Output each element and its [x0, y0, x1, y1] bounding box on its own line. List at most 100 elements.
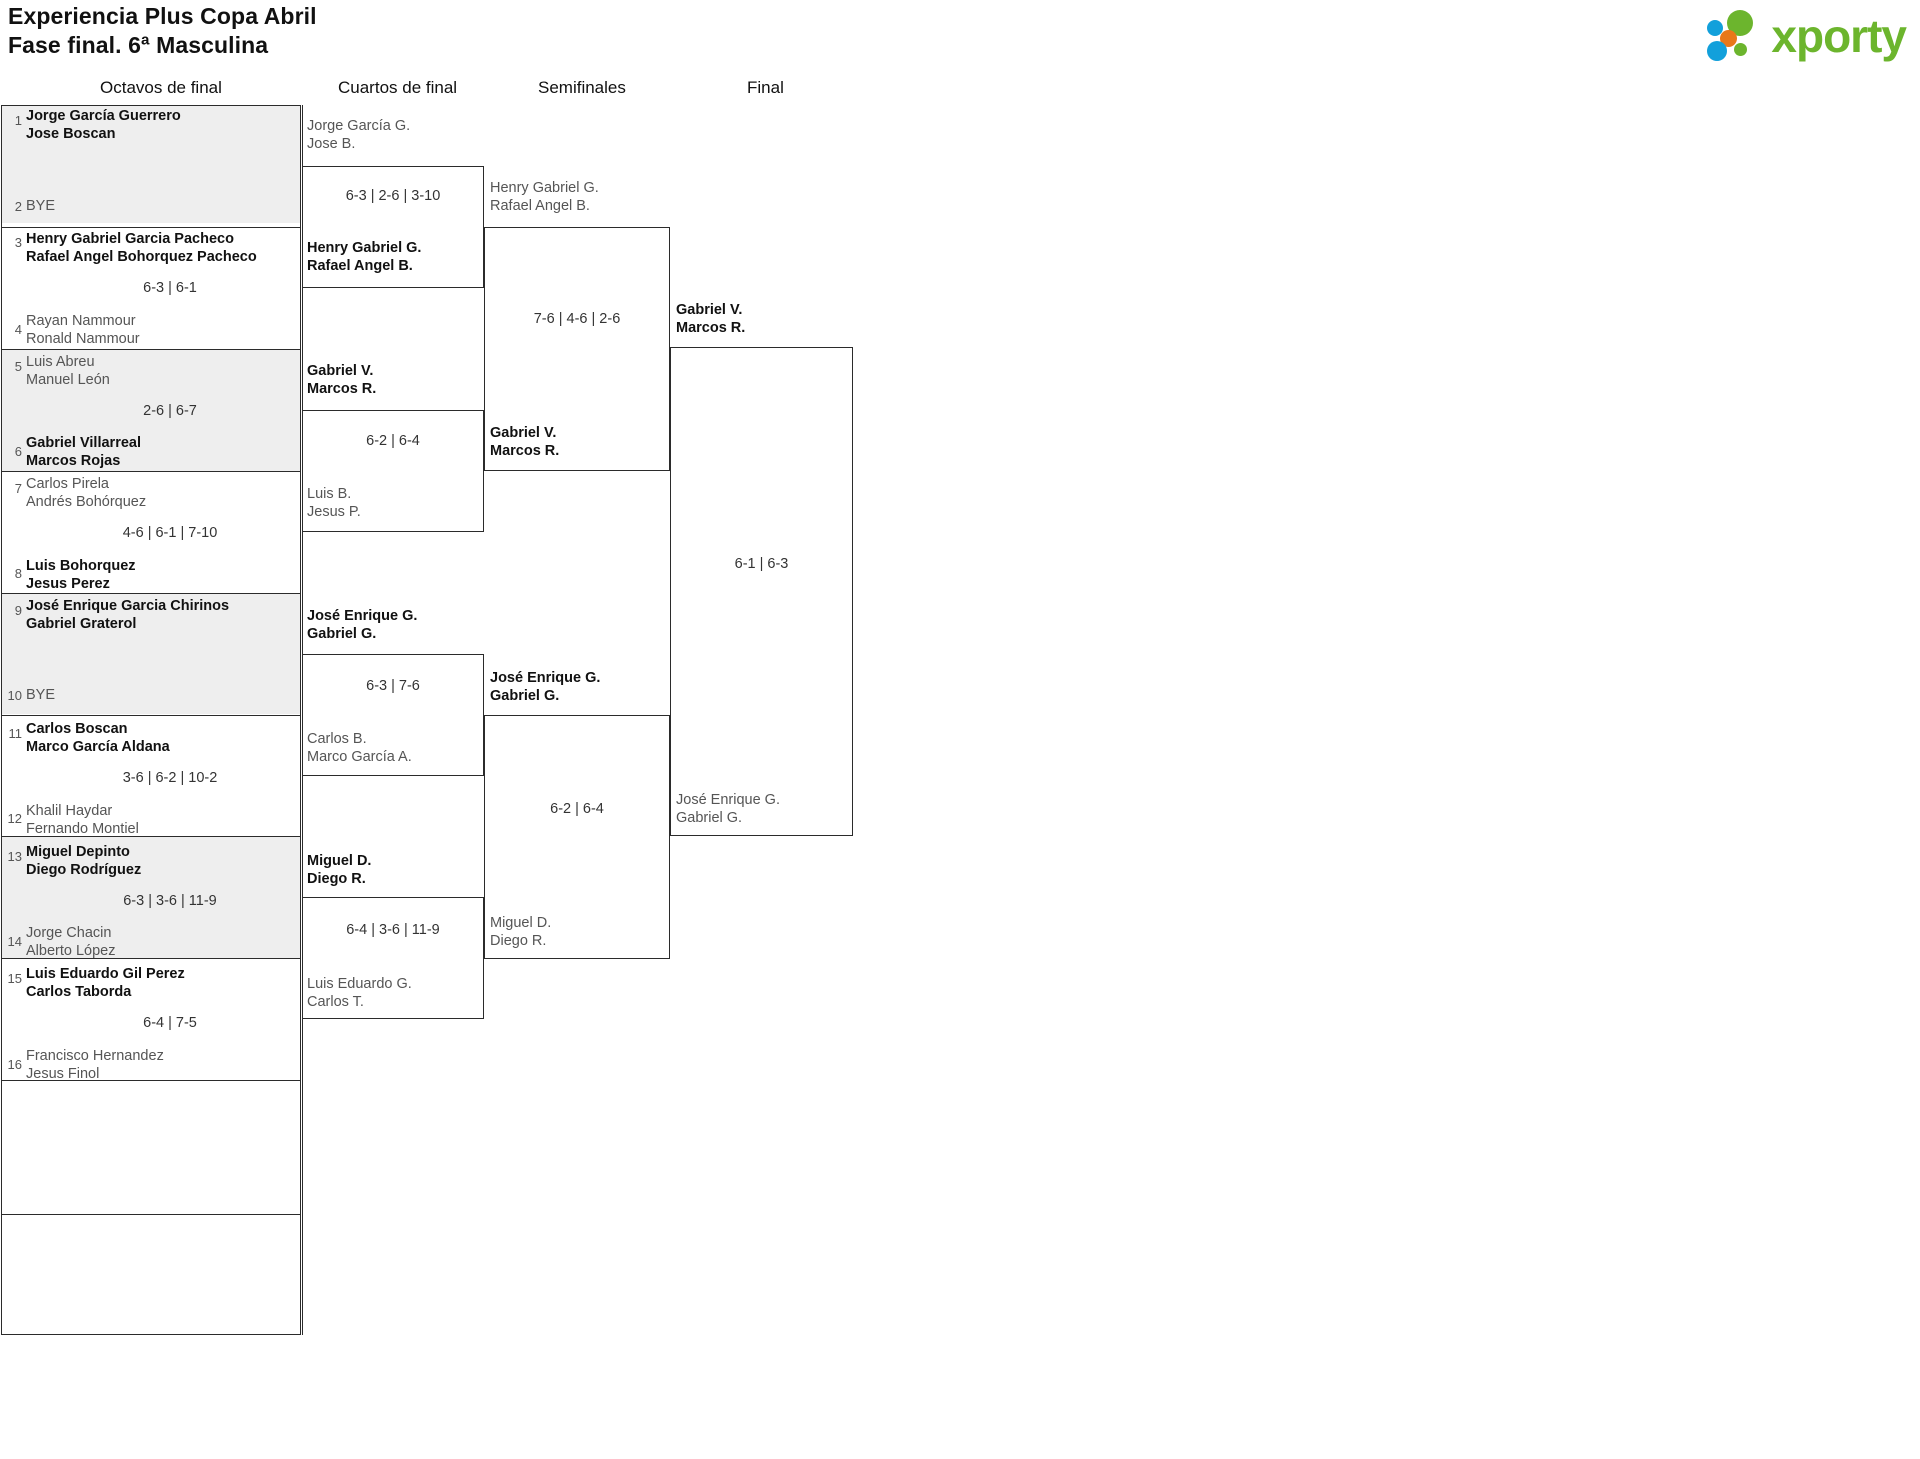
qf-box-1 — [302, 166, 484, 288]
sf-team-1[interactable]: Henry Gabriel G. Rafael Angel B. — [490, 180, 599, 215]
r16-team-11-p1: Carlos Boscan — [26, 721, 128, 737]
r16-seed-6: 6 — [14, 444, 22, 459]
qf-stub-1b — [302, 288, 303, 410]
logo-wordmark: xporty — [1771, 10, 1907, 62]
r16-team-15[interactable]: Luis Eduardo Gil Perez Carlos Taborda — [26, 966, 185, 1001]
qf-team-8[interactable]: Luis Eduardo G. Carlos T. — [307, 976, 412, 1011]
r16-team-2-p1: BYE — [26, 198, 56, 214]
final-team-1-p1: Gabriel V. — [676, 302, 743, 318]
qf-team-7-p2: Diego R. — [307, 870, 366, 887]
qf-team-1[interactable]: Jorge García G. Jose B. — [307, 118, 410, 153]
r16-team-13[interactable]: Miguel Depinto Diego Rodríguez — [26, 844, 141, 879]
r16-seed-16: 16 — [7, 1057, 22, 1072]
qf-stub-2b — [302, 532, 303, 654]
round-header-cuartos: Cuartos de final — [338, 78, 458, 97]
r16-team-6[interactable]: Gabriel Villarreal Marcos Rojas — [26, 435, 141, 470]
r16-team-8[interactable]: Luis Bohorquez Jesus Perez — [26, 558, 136, 593]
r16-team-9-p2: Gabriel Graterol — [26, 615, 137, 632]
qf-box-4 — [302, 897, 484, 1019]
r16-sep-9 — [1, 1214, 301, 1215]
final-team-1[interactable]: Gabriel V. Marcos R. — [676, 302, 745, 337]
r16-team-4[interactable]: Rayan Nammour Ronald Nammour — [26, 313, 140, 348]
r16-score-4: 4-6 | 6-1 | 7-10 — [122, 525, 218, 541]
r16-seed-15: 15 — [7, 971, 22, 986]
round-header-semifinales: Semifinales — [538, 78, 626, 97]
final-team-2-p1: José Enrique G. — [676, 792, 780, 808]
r16-team-7-p1: Carlos Pirela — [26, 476, 109, 492]
qf-team-8-p1: Luis Eduardo G. — [307, 976, 412, 992]
qf-team-7[interactable]: Miguel D. Diego R. — [307, 853, 371, 888]
r16-team-12-p2: Fernando Montiel — [26, 820, 139, 837]
qf-team-6[interactable]: Carlos B. Marco García A. — [307, 731, 412, 766]
qf-team-2[interactable]: Henry Gabriel G. Rafael Angel B. — [307, 240, 421, 275]
r16-seed-8: 8 — [14, 566, 22, 581]
r16-seed-13: 13 — [7, 849, 22, 864]
r16-sep-5 — [1, 715, 301, 716]
r16-team-4-p1: Rayan Nammour — [26, 313, 136, 329]
qf-team-6-p2: Marco García A. — [307, 748, 412, 765]
r16-shade-1 — [1, 106, 301, 223]
r16-team-1-p1: Jorge García Guerrero — [26, 108, 181, 124]
qf-team-3-p2: Marcos R. — [307, 380, 377, 397]
r16-frame — [1, 105, 301, 1335]
qf-team-3-p1: Gabriel V. — [307, 363, 374, 379]
qf-team-5[interactable]: José Enrique G. Gabriel G. — [307, 608, 417, 643]
r16-score-2: 6-3 | 6-1 — [143, 280, 197, 296]
r16-team-15-p1: Luis Eduardo Gil Perez — [26, 966, 185, 982]
sf-team-1-p1: Henry Gabriel G. — [490, 180, 599, 196]
final-box — [670, 347, 853, 836]
r16-seed-10: 10 — [7, 688, 22, 703]
qf-team-4-p2: Jesus P. — [307, 503, 361, 520]
qf-box-2 — [302, 410, 484, 532]
r16-team-2: BYE — [26, 198, 55, 216]
r16-team-16-p1: Francisco Hernandez — [26, 1048, 164, 1064]
qf-team-4[interactable]: Luis B. Jesus P. — [307, 486, 361, 521]
r16-shade-2 — [1, 349, 301, 471]
r16-team-6-p1: Gabriel Villarreal — [26, 435, 141, 451]
r16-team-9[interactable]: José Enrique Garcia Chirinos Gabriel Gra… — [26, 598, 229, 633]
sf-team-4-p2: Diego R. — [490, 932, 547, 949]
sf-team-3[interactable]: José Enrique G. Gabriel G. — [490, 670, 600, 705]
r16-team-15-p2: Carlos Taborda — [26, 983, 132, 1000]
final-team-2-p2: Gabriel G. — [676, 809, 743, 826]
r16-team-5[interactable]: Luis Abreu Manuel León — [26, 354, 110, 389]
sf-box-1 — [484, 227, 670, 471]
final-team-1-p2: Marcos R. — [676, 319, 746, 336]
sf-team-4[interactable]: Miguel D. Diego R. — [490, 915, 551, 950]
sf-team-2[interactable]: Gabriel V. Marcos R. — [490, 425, 559, 460]
r16-team-6-p2: Marcos Rojas — [26, 452, 121, 469]
qf-box-3 — [302, 654, 484, 776]
r16-seed-14: 14 — [7, 934, 22, 949]
r16-seed-1: 1 — [14, 113, 22, 128]
qf-score-3: 6-3 | 7-6 — [366, 678, 420, 694]
qf-team-3[interactable]: Gabriel V. Marcos R. — [307, 363, 376, 398]
r16-team-11[interactable]: Carlos Boscan Marco García Aldana — [26, 721, 170, 756]
r16-sep-1 — [1, 227, 301, 228]
r16-team-7[interactable]: Carlos Pirela Andrés Bohórquez — [26, 476, 146, 511]
r16-team-12-p1: Khalil Haydar — [26, 803, 113, 819]
r16-seed-7: 7 — [14, 481, 22, 496]
r16-team-14-p2: Alberto López — [26, 942, 116, 959]
r16-sep-6 — [1, 836, 301, 837]
qf-team-5-p1: José Enrique G. — [307, 608, 418, 624]
qf-team-1-p1: Jorge García G. — [307, 118, 411, 134]
r16-team-1[interactable]: Jorge García Guerrero Jose Boscan — [26, 108, 181, 143]
r16-team-16[interactable]: Francisco Hernandez Jesus Finol — [26, 1048, 164, 1083]
r16-team-13-p1: Miguel Depinto — [26, 844, 130, 860]
qf-score-1: 6-3 | 2-6 | 3-10 — [345, 188, 441, 204]
r16-team-10-p1: BYE — [26, 687, 56, 703]
r16-team-12[interactable]: Khalil Haydar Fernando Montiel — [26, 803, 139, 838]
r16-sep-7 — [1, 958, 301, 959]
qf-stub-4b — [302, 1019, 303, 1335]
r16-team-14-p1: Jorge Chacin — [26, 925, 112, 941]
r16-score-8: 6-4 | 7-5 — [143, 1015, 197, 1031]
qf-team-7-p1: Miguel D. — [307, 853, 372, 869]
r16-seed-11: 11 — [8, 726, 23, 741]
r16-team-14[interactable]: Jorge Chacin Alberto López — [26, 925, 115, 960]
r16-shade-4 — [1, 836, 301, 958]
round-header-final: Final — [747, 78, 784, 97]
final-team-2[interactable]: José Enrique G. Gabriel G. — [676, 792, 780, 827]
xporty-logo: xporty — [1707, 8, 1907, 64]
r16-team-3[interactable]: Henry Gabriel Garcia Pacheco Rafael Ange… — [26, 231, 257, 266]
